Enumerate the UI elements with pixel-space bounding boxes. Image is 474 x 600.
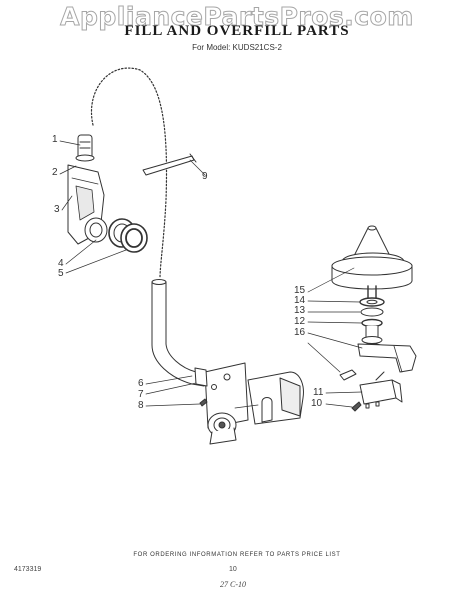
callout-14: 14 [294,295,306,306]
hose-clip [142,155,195,176]
callout-1: 1 [52,134,58,145]
callout-7: 7 [138,389,144,400]
callout-3: 3 [54,204,60,215]
callout-12: 12 [294,316,306,327]
callout-15: 15 [294,285,306,296]
water-valve-assembly [194,362,304,445]
gasket-and-nut [84,217,148,253]
switch-actuator [339,369,357,381]
document-code: 4173319 [14,566,42,573]
callout-4: 4 [58,258,64,269]
ordering-note: FOR ORDERING INFORMATION REFER TO PARTS … [133,552,341,558]
switch-screw [351,401,362,412]
callout-2: 2 [52,167,58,178]
callout-10: 10 [311,398,323,409]
callout-13: 13 [294,305,306,316]
callout-16: 16 [294,327,306,338]
page-number: 10 [229,566,237,573]
callout-6: 6 [138,378,144,389]
model-subtitle: For Model: KUDS21CS-2 [192,43,282,52]
callout-5: 5 [58,268,64,279]
float-assembly [331,225,417,373]
page-title: FILL AND OVERFILL PARTS [124,23,350,39]
fill-hose-loop [91,67,168,279]
watermark: AppliancePartsPros.com [60,2,414,32]
callout-8: 8 [138,400,144,411]
screw [199,398,208,407]
overfill-switch [359,371,403,409]
callout-9: 9 [202,171,208,182]
inlet-fitting [75,134,95,162]
handwritten-note: 27 C-10 [220,580,246,589]
callout-11: 11 [313,387,324,398]
